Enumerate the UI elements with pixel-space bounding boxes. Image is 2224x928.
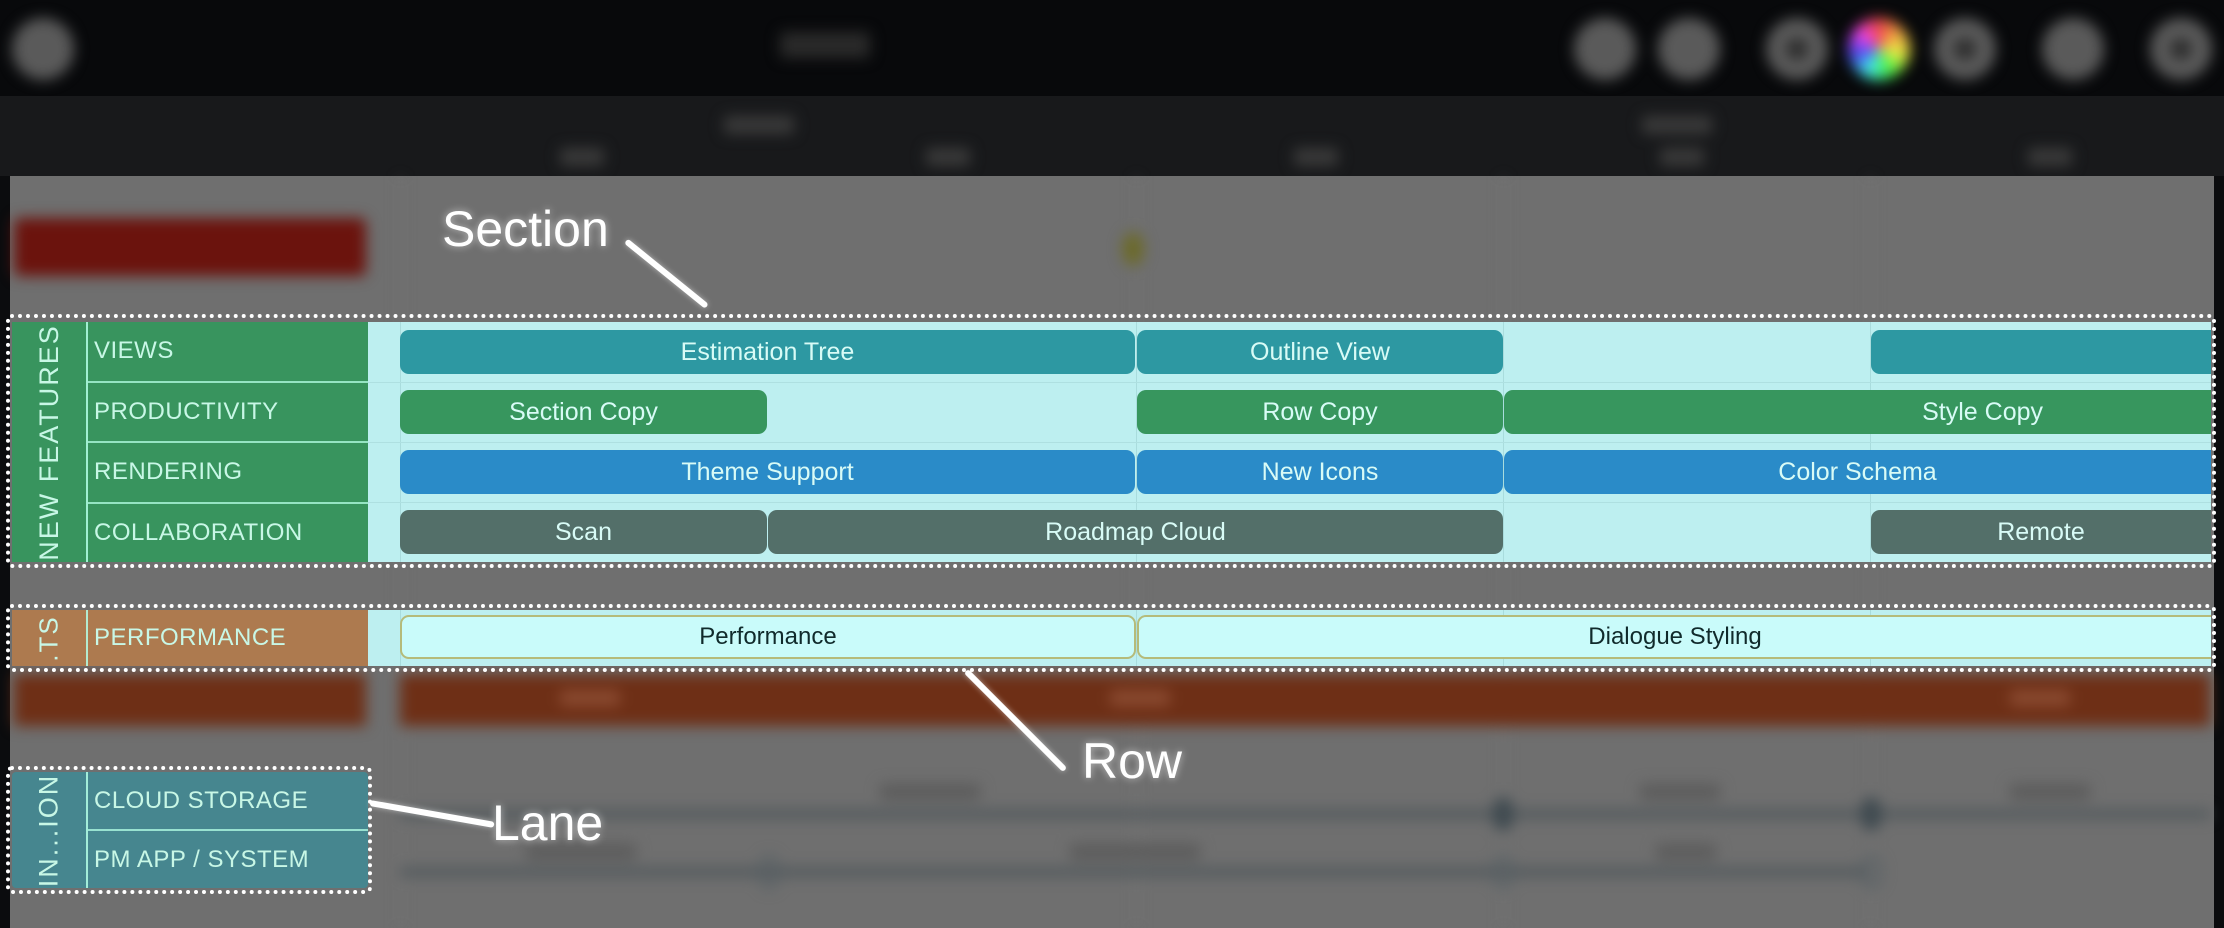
lane-header-integration[interactable]: IN...ION CLOUD STORAGE PM APP / SYSTEM bbox=[12, 772, 368, 888]
column-label bbox=[560, 148, 604, 166]
phase-label bbox=[724, 116, 794, 134]
bar-views-untitled[interactable] bbox=[1871, 330, 2211, 374]
row-label-rendering[interactable]: RENDERING bbox=[88, 443, 368, 504]
timeline-header bbox=[0, 96, 2224, 176]
bar-dialogue-styling[interactable]: Dialogue Styling bbox=[1137, 615, 2211, 659]
row-label-collaboration[interactable]: COLLABORATION bbox=[94, 518, 303, 546]
bar-section-copy[interactable]: Section Copy bbox=[400, 390, 767, 434]
column-label bbox=[1294, 148, 1338, 166]
bar-estimation-tree[interactable]: Estimation Tree bbox=[400, 330, 1135, 374]
bar-row-copy[interactable]: Row Copy bbox=[1137, 390, 1503, 434]
column-label bbox=[1660, 148, 1704, 166]
column-label bbox=[926, 148, 970, 166]
toolbar bbox=[0, 0, 2224, 96]
row-label-performance[interactable]: PERFORMANCE bbox=[94, 624, 287, 651]
lane-title[interactable]: IN...ION bbox=[12, 772, 88, 888]
settings-icon[interactable] bbox=[2150, 18, 2212, 80]
bar-outline-view[interactable]: Outline View bbox=[1137, 330, 1503, 374]
section-highlight-box bbox=[6, 314, 2216, 568]
phase-label bbox=[1642, 116, 1712, 134]
bar-theme-support[interactable]: Theme Support bbox=[400, 450, 1135, 494]
column-label bbox=[2028, 148, 2072, 166]
lane-highlight-box bbox=[6, 766, 372, 894]
annotation-row-label: Row bbox=[1082, 733, 1183, 789]
bar-performance[interactable]: Performance bbox=[400, 615, 1136, 659]
row-highlight-box bbox=[6, 604, 2216, 672]
milestone-marker bbox=[1122, 232, 1144, 266]
bar-roadmap-cloud[interactable]: Roadmap Cloud bbox=[768, 510, 1503, 554]
document-title bbox=[780, 32, 870, 58]
blurred-row bbox=[400, 674, 2210, 726]
bar-new-icons[interactable]: New Icons bbox=[1137, 450, 1503, 494]
paint-icon[interactable] bbox=[1766, 18, 1828, 80]
bar-style-copy[interactable]: Style Copy bbox=[1504, 390, 2211, 434]
row-label-productivity[interactable]: PRODUCTIVITY bbox=[88, 383, 368, 443]
lane-title[interactable]: .TS bbox=[12, 610, 88, 666]
share-icon[interactable] bbox=[1934, 18, 1996, 80]
lane-title[interactable]: NEW FEATURES bbox=[12, 322, 88, 562]
row-label-views[interactable]: VIEWS bbox=[88, 322, 368, 383]
annotation-lane-label: Lane bbox=[492, 795, 604, 851]
bar-color-schema[interactable]: Color Schema bbox=[1504, 450, 2211, 494]
bar-scan[interactable]: Scan bbox=[400, 510, 767, 554]
row-label-pm-app-system[interactable]: PM APP / SYSTEM bbox=[94, 845, 310, 873]
lane-header-ts[interactable]: .TS PERFORMANCE bbox=[12, 610, 368, 666]
lane-header-new-features[interactable]: NEW FEATURES VIEWS PRODUCTIVITY RENDERIN… bbox=[12, 322, 368, 562]
circle-button-2-icon[interactable] bbox=[1658, 18, 1720, 80]
row-label-cloud-storage[interactable]: CLOUD STORAGE bbox=[88, 772, 368, 831]
milestones-lane bbox=[14, 218, 366, 276]
blurred-lane-label bbox=[14, 674, 366, 726]
annotation-section-label: Section bbox=[442, 201, 609, 257]
info-icon[interactable] bbox=[2042, 18, 2104, 80]
circle-button-1-icon[interactable] bbox=[1574, 18, 1636, 80]
color-wheel-icon[interactable] bbox=[1848, 18, 1910, 80]
section-timeline: Estimation Tree Outline View Section Cop… bbox=[368, 322, 2211, 562]
menu-icon[interactable] bbox=[12, 18, 74, 80]
row-timeline: Performance Dialogue Styling bbox=[368, 610, 2211, 666]
bar-remote[interactable]: Remote bbox=[1871, 510, 2211, 554]
